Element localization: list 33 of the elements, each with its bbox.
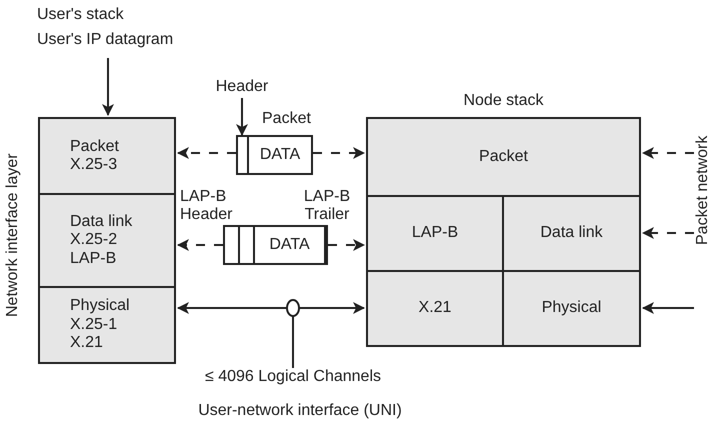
layer-cell: Physical X.25-1 X.21 bbox=[38, 286, 176, 364]
frame-caption: LAP-B Header bbox=[180, 188, 234, 225]
layer-cell: Physical bbox=[502, 270, 641, 347]
frame-caption: LAP-B Trailer bbox=[302, 188, 352, 225]
dashed-arrow bbox=[642, 147, 694, 159]
frame-caption: Packet bbox=[262, 110, 311, 128]
data-field: DATA bbox=[249, 137, 311, 173]
note-text: User-network interface (UNI) bbox=[197, 402, 403, 421]
dashed-arrow bbox=[642, 227, 694, 239]
leader-line bbox=[292, 316, 294, 368]
dashed-arrow bbox=[177, 147, 236, 159]
note-text: ≤ 4096 Logical Channels bbox=[175, 368, 411, 388]
layer-cell: Data link X.25-2 LAP-B bbox=[38, 193, 176, 288]
side-label: Packet network bbox=[694, 90, 718, 290]
channel-ring bbox=[286, 299, 300, 317]
double-arrow bbox=[177, 302, 365, 314]
stack-heading: User's stack bbox=[37, 6, 124, 24]
dashed-arrow bbox=[328, 239, 365, 251]
text-label: User's IP datagram bbox=[37, 31, 174, 50]
layer-cell: Packet bbox=[366, 117, 641, 197]
arrow bbox=[642, 302, 694, 314]
layer-cell: Packet X.25-3 bbox=[38, 117, 176, 195]
arrow bbox=[236, 98, 248, 136]
stack-heading: Node stack bbox=[462, 92, 545, 110]
layer-cell: Data link bbox=[502, 195, 641, 272]
axis-title: Network interface layer bbox=[4, 152, 22, 319]
layer-cell: X.21 bbox=[366, 270, 504, 347]
arrow bbox=[102, 58, 114, 116]
dashed-arrow bbox=[177, 239, 223, 251]
layer-cell: LAP-B bbox=[366, 195, 504, 272]
dashed-arrow bbox=[313, 147, 365, 159]
data-field: DATA bbox=[255, 227, 326, 263]
callout-label: Header bbox=[212, 78, 272, 98]
